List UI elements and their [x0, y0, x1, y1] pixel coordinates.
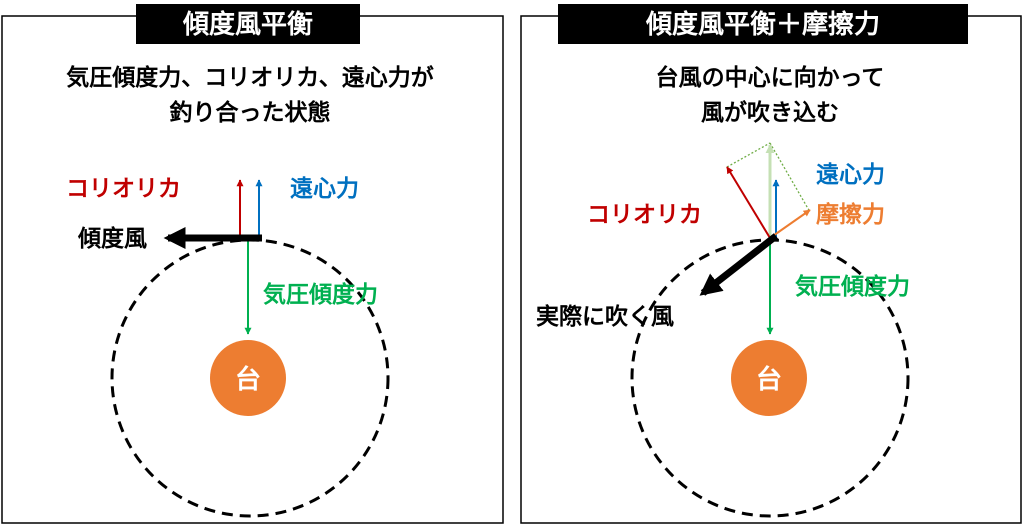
left-typhoon-center [210, 340, 286, 416]
left-description-line1: 気圧傾度力、コリオリカ、遠心力が [66, 64, 434, 91]
right-typhoon-center-label: 台 [756, 364, 782, 395]
right-title-background [558, 4, 968, 44]
right-panel-title: 傾度風平衡＋摩擦力 [645, 9, 880, 40]
right-label-coriolis: コリオリカ [587, 202, 702, 228]
left-label-pressure-gradient: 気圧傾度力 [263, 281, 378, 308]
left-typhoon-center-label: 台 [235, 364, 261, 395]
left-panel-title: 傾度風平衡 [182, 9, 313, 40]
right-panel: 傾度風平衡＋摩擦力 台風の中心に向かって 風が吹き込む 台 遠心力 コリオリカ … [520, 4, 1022, 524]
right-friction-arrow [769, 209, 811, 239]
right-label-friction: 摩擦力 [816, 201, 885, 228]
left-title-background [136, 4, 360, 44]
left-panel: 傾度風平衡 気圧傾度力、コリオリカ、遠心力が 釣り合った状態 台 コリオリカ 遠… [1, 4, 504, 524]
right-actual-wind-arrow [699, 233, 779, 296]
right-label-pressure-gradient: 気圧傾度力 [795, 273, 910, 300]
right-resultant-guide-2 [769, 142, 811, 213]
left-label-centrifugal: 遠心力 [290, 175, 359, 202]
right-coriolis-arrow [726, 166, 771, 239]
right-label-centrifugal: 遠心力 [816, 161, 885, 188]
left-description-line2: 釣り合った状態 [170, 99, 331, 126]
right-resultant-guide-1 [726, 142, 771, 168]
left-label-gradient-wind: 傾度風 [77, 225, 147, 252]
right-label-actual-wind: 実際に吹く風 [536, 303, 674, 330]
left-panel-border [1, 15, 504, 524]
right-description-line2: 風が吹き込む [701, 99, 839, 126]
right-description-line1: 台風の中心に向かって [656, 64, 885, 91]
left-label-coriolis: コリオリカ [66, 176, 181, 202]
right-typhoon-center [731, 340, 807, 416]
